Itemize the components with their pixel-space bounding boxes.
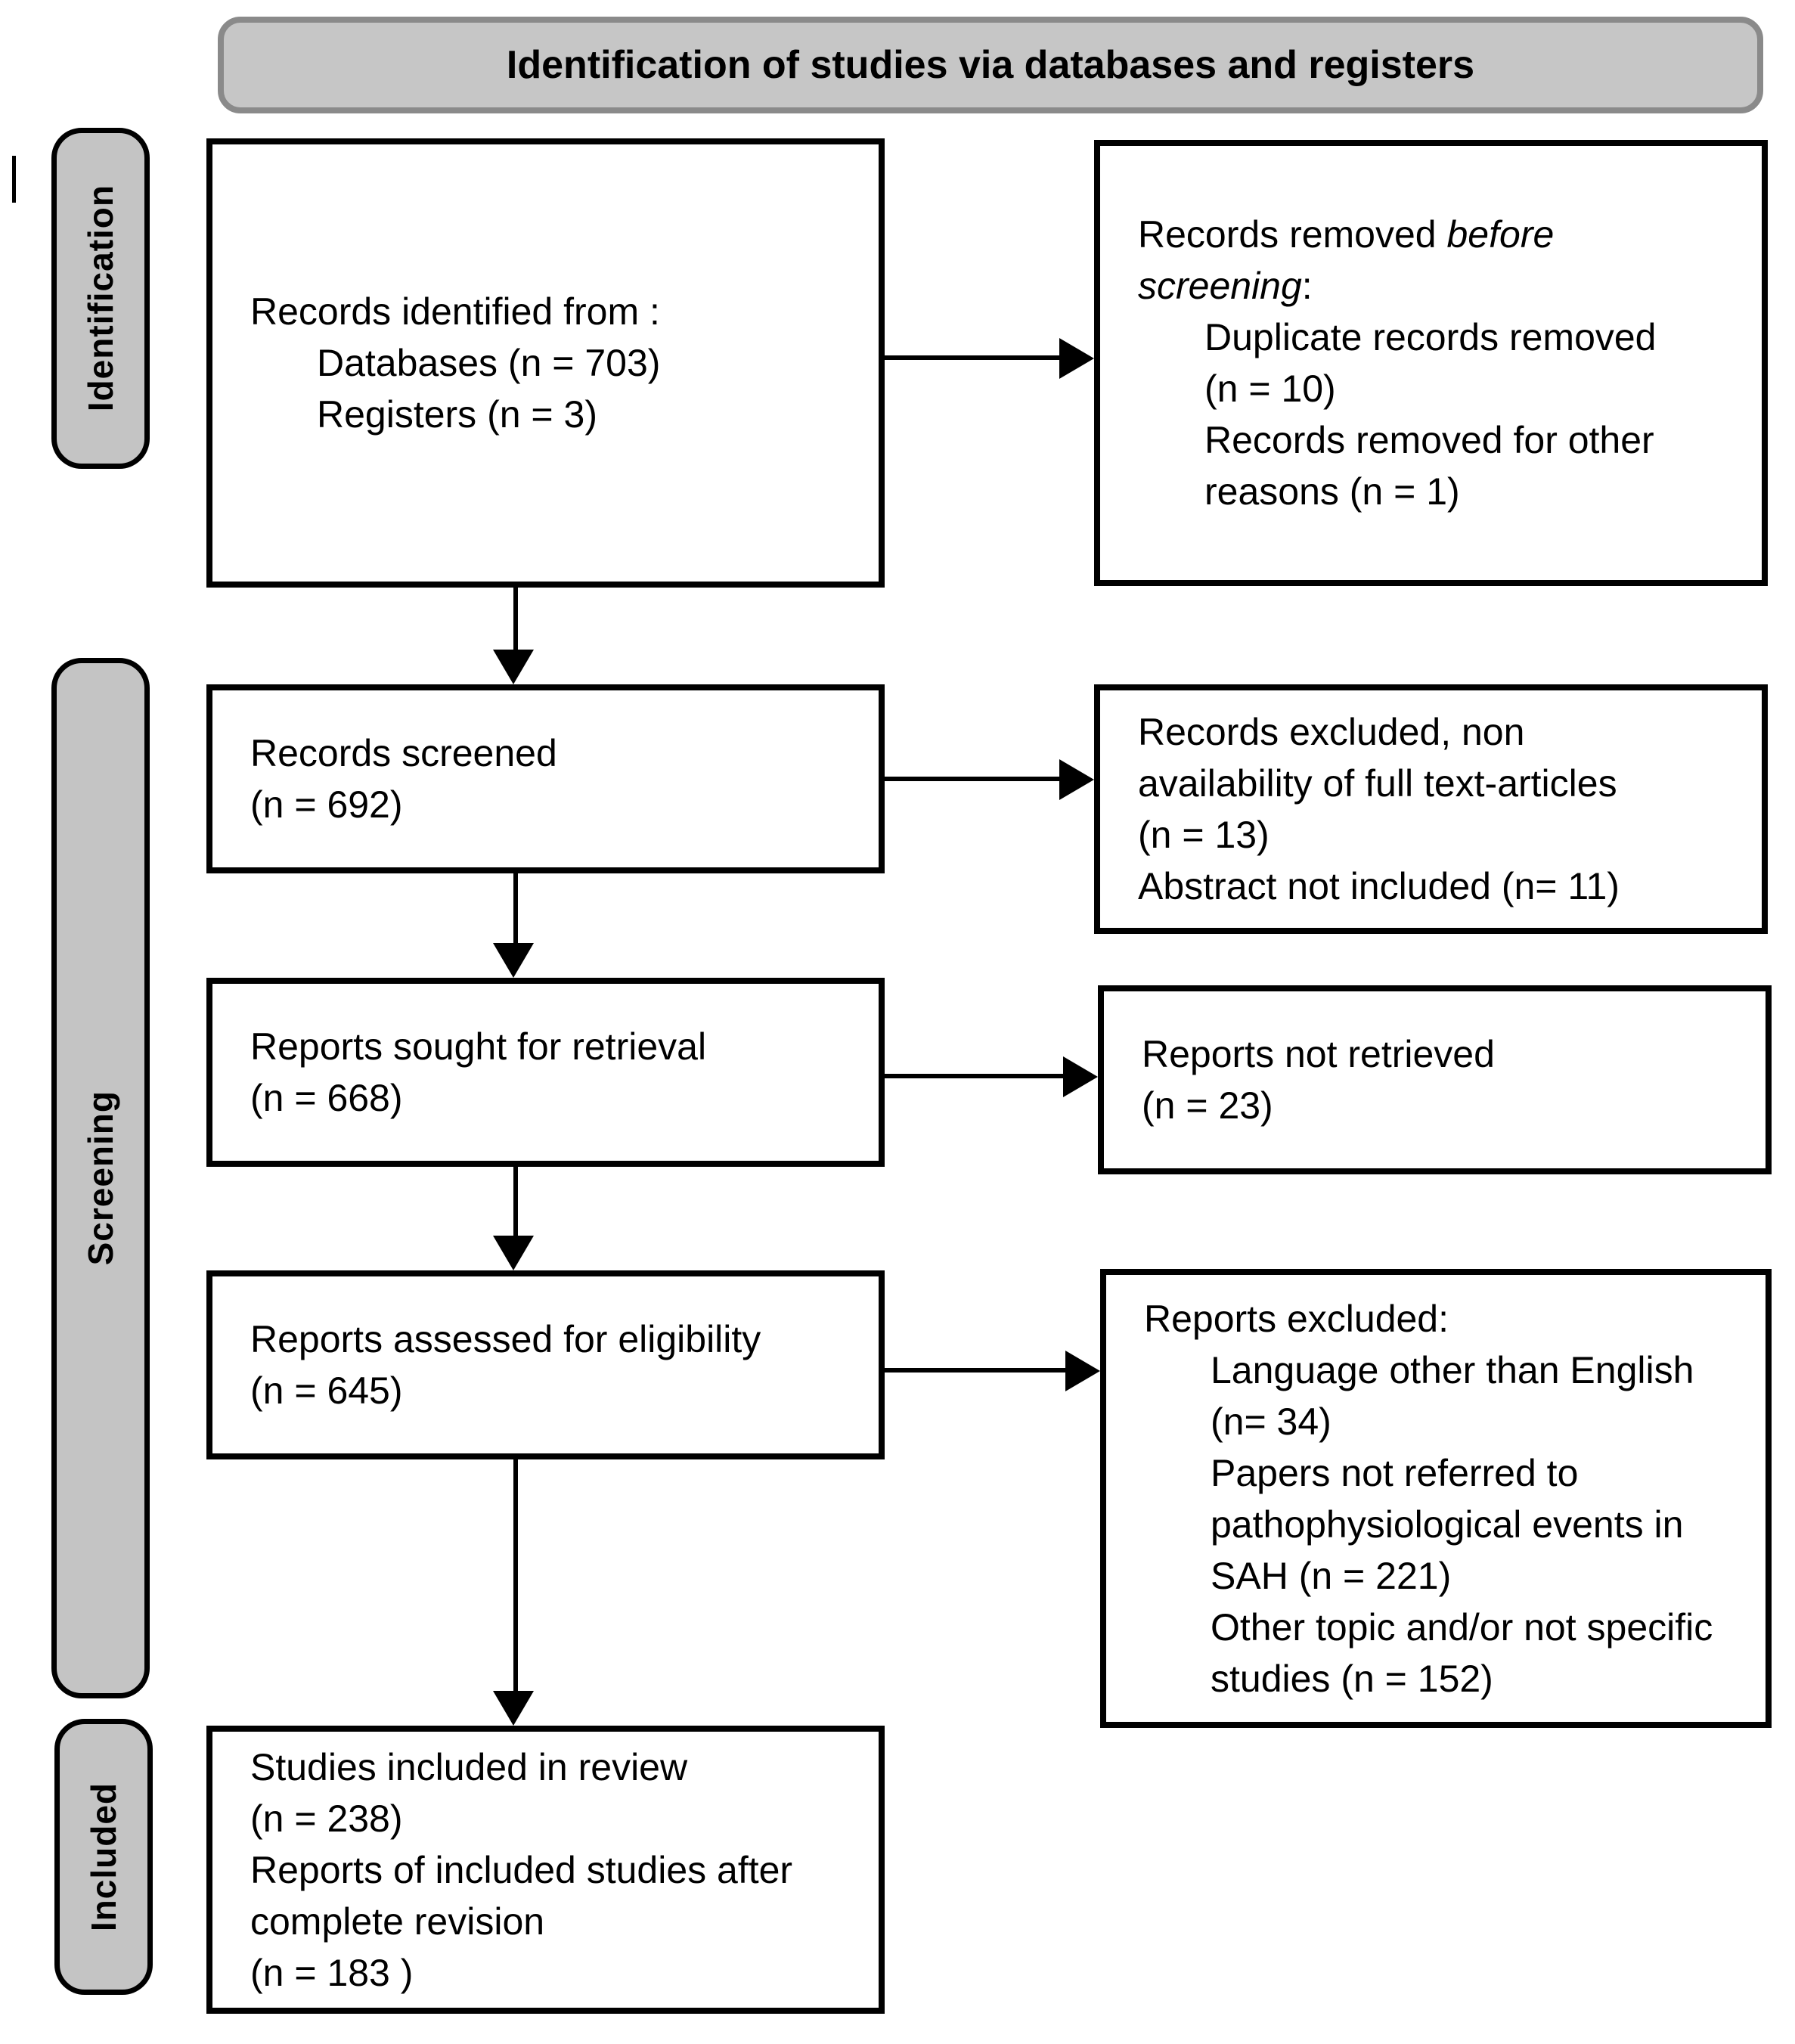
- connector-identified-to-removed: [885, 355, 1062, 360]
- text-line: Records identified from :: [250, 290, 660, 333]
- box-records-removed-before-screening: Records removed before screening: Duplic…: [1094, 140, 1768, 586]
- cursor-artifact: [12, 156, 16, 203]
- stage-label-identification: Identification: [51, 128, 150, 469]
- text-line: complete revision: [250, 1900, 545, 1943]
- text-line: (n = 668): [250, 1077, 403, 1119]
- text-segment-italic: screening: [1138, 265, 1302, 307]
- text-line: screening:: [1138, 260, 1747, 312]
- text-segment: :: [1301, 265, 1313, 307]
- text-line: Records removed before: [1138, 209, 1747, 260]
- text-line: (n = 183 ): [250, 1951, 414, 1994]
- text-line: studies (n = 152): [1211, 1657, 1493, 1700]
- stage-label-screening-text: Screening: [81, 1090, 120, 1266]
- text-line: Records removed for other: [1204, 419, 1654, 461]
- arrow-right-icon: [1059, 759, 1094, 800]
- box-records-identified: Records identified from : Databases (n =…: [206, 138, 885, 588]
- text-line: (n = 692): [250, 783, 403, 826]
- banner-title: Identification of studies via databases …: [218, 17, 1763, 113]
- connector-assessed-to-reports-excluded: [885, 1368, 1068, 1372]
- stage-label-identification-text: Identification: [81, 185, 120, 412]
- stage-label-included-text: Included: [84, 1782, 123, 1932]
- text-line: pathophysiological events in: [1211, 1503, 1684, 1546]
- connector-assessed-to-included: [513, 1459, 518, 1694]
- text-line: Language other than English: [1211, 1348, 1694, 1391]
- box-reports-not-retrieved: Reports not retrieved (n = 23): [1098, 985, 1772, 1174]
- text-line: Studies included in review: [250, 1745, 688, 1788]
- text-line: Databases (n = 703): [317, 342, 661, 384]
- arrow-right-icon: [1065, 1351, 1100, 1391]
- stage-label-screening: Screening: [51, 658, 150, 1698]
- text-line: Reports assessed for eligibility: [250, 1318, 761, 1360]
- arrow-down-icon: [493, 1236, 534, 1270]
- text-line: (n = 23): [1142, 1084, 1273, 1127]
- box-reports-excluded: Reports excluded: Language other than En…: [1100, 1269, 1772, 1728]
- text-line: (n = 10): [1204, 368, 1336, 410]
- stage-label-included: Included: [54, 1719, 153, 1995]
- text-line: reasons (n = 1): [1204, 470, 1460, 513]
- text-line: SAH (n = 221): [1211, 1554, 1452, 1597]
- text-segment: Records removed: [1138, 213, 1447, 256]
- text-line: Duplicate records removed: [1204, 316, 1657, 358]
- arrow-down-icon: [493, 943, 534, 978]
- arrow-right-icon: [1063, 1056, 1098, 1097]
- text-line: Registers (n = 3): [317, 393, 597, 436]
- text-line: Reports sought for retrieval: [250, 1025, 707, 1068]
- connector-sought-to-not-retrieved: [885, 1074, 1066, 1078]
- box-reports-sought: Reports sought for retrieval (n = 668): [206, 978, 885, 1167]
- connector-sought-to-assessed: [513, 1167, 518, 1239]
- connector-screened-to-sought: [513, 873, 518, 946]
- box-records-screened: Records screened (n = 692): [206, 684, 885, 873]
- box-reports-assessed: Reports assessed for eligibility (n = 64…: [206, 1270, 885, 1459]
- text-segment-italic: before: [1446, 213, 1555, 256]
- text-line: Records screened: [250, 732, 557, 774]
- text-line: (n = 645): [250, 1369, 403, 1412]
- banner-title-text: Identification of studies via databases …: [506, 43, 1475, 87]
- box-studies-included: Studies included in review (n = 238) Rep…: [206, 1726, 885, 2014]
- text-line: Records excluded, non: [1138, 711, 1525, 753]
- connector-identified-to-screened: [513, 588, 518, 653]
- text-line: availability of full text-articles: [1138, 762, 1617, 805]
- text-line: Other topic and/or not specific: [1211, 1605, 1713, 1649]
- arrow-down-icon: [493, 650, 534, 684]
- arrow-right-icon: [1059, 338, 1094, 379]
- text-line: (n= 34): [1211, 1400, 1332, 1443]
- text-line: Reports excluded:: [1144, 1297, 1449, 1340]
- text-line: Reports not retrieved: [1142, 1033, 1495, 1075]
- text-line: (n = 238): [250, 1797, 403, 1840]
- box-records-excluded: Records excluded, non availability of fu…: [1094, 684, 1768, 934]
- connector-screened-to-excluded: [885, 777, 1062, 781]
- text-line: Abstract not included (n= 11): [1138, 865, 1620, 907]
- arrow-down-icon: [493, 1691, 534, 1726]
- text-line: (n = 13): [1138, 814, 1270, 856]
- text-line: Papers not referred to: [1211, 1451, 1579, 1494]
- text-line: Reports of included studies after: [250, 1848, 793, 1891]
